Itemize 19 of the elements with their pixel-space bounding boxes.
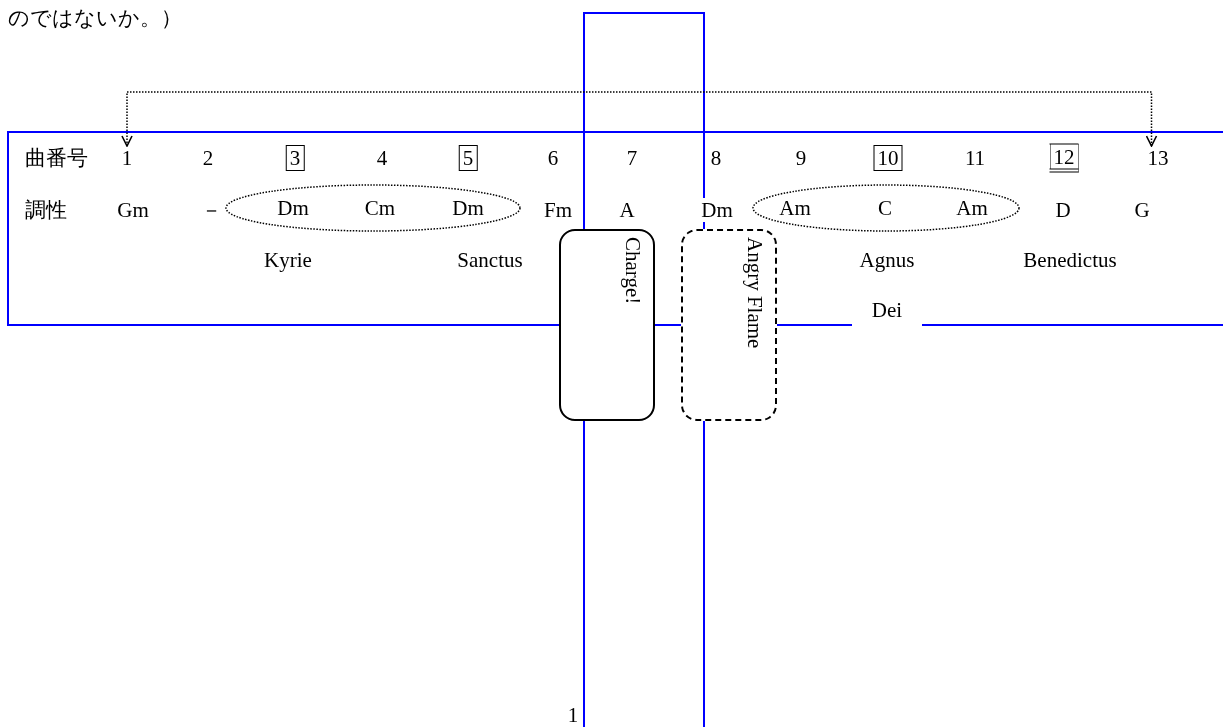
track-number: 1: [121, 146, 133, 170]
boxed-track-number: 3: [285, 145, 305, 171]
key-name: Cm: [364, 196, 396, 220]
row-header: 調性: [25, 198, 67, 222]
boxed-track-number: 10: [873, 145, 903, 171]
key-name: Am: [956, 196, 988, 220]
key-group-ellipse: [752, 184, 1020, 232]
track-number: 13: [1147, 146, 1169, 170]
row-header: 曲番号: [25, 146, 88, 170]
key-group-ellipse: [225, 184, 521, 232]
rounded-box: Angry Flame: [681, 229, 777, 421]
key-name: Dm: [277, 196, 309, 220]
key-name: Dm: [701, 198, 733, 222]
key-name: C: [878, 196, 892, 220]
key-name: Am: [779, 196, 811, 220]
rounded-box: Charge!: [559, 229, 655, 421]
boxed-track-number: 5: [458, 145, 478, 171]
key-name: Dm: [452, 196, 484, 220]
arrow: [121, 91, 1158, 147]
